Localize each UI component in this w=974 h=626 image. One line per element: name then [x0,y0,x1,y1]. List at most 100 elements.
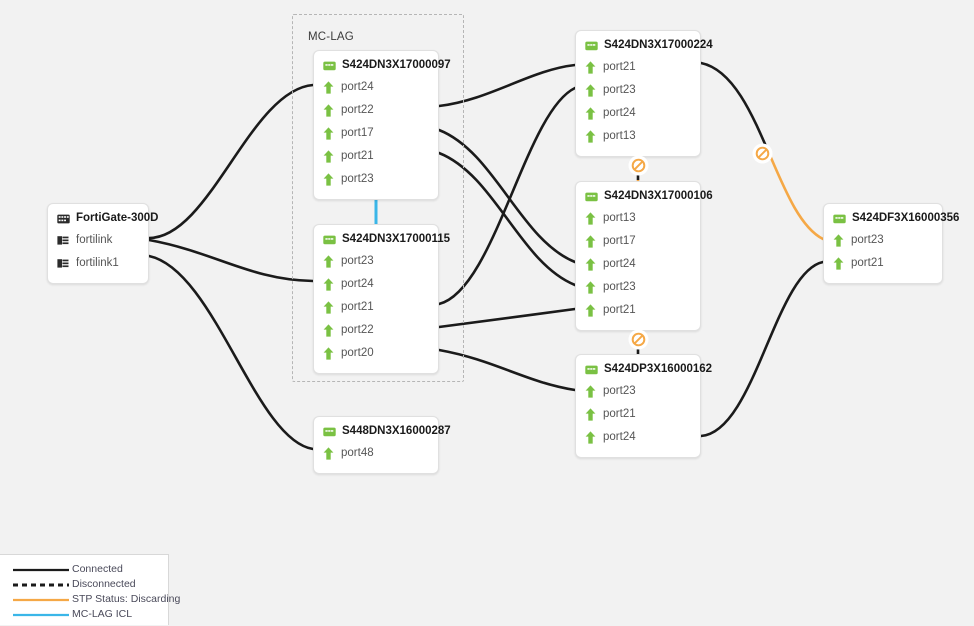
port-up-icon [323,173,334,186]
node-fgt[interactable]: FortiGate-300D fortilink fortilink1 [47,203,158,284]
interface-icon [57,258,69,269]
switch-icon [585,364,598,375]
port-row[interactable]: port22 [323,319,428,342]
switch-icon [833,213,846,224]
port-label: port21 [851,257,884,269]
port-up-icon [585,107,596,120]
port-label: port23 [603,281,636,293]
mclag-group-box [292,14,464,382]
port-label: port24 [603,107,636,119]
port-row[interactable]: port24 [585,426,690,449]
port-row[interactable]: port21 [585,403,690,426]
port-row[interactable]: port17 [585,230,690,253]
port-label: port21 [341,301,374,313]
link-fgt-115[interactable] [147,238,315,283]
port-label: fortilink1 [76,257,119,269]
port-row[interactable]: port48 [323,442,428,465]
port-up-icon [323,127,334,140]
port-up-icon [323,150,334,163]
port-row[interactable]: port21 [833,252,932,275]
port-label: port48 [341,447,374,459]
legend-swatch-stp-discarding [12,593,70,605]
port-row[interactable]: port24 [585,102,690,125]
port-row[interactable]: port17 [323,122,428,145]
legend-row: STP Status: Discarding [0,591,180,606]
port-up-icon [585,212,596,225]
port-label: port17 [603,235,636,247]
port-up-icon [323,301,334,314]
stp-discarding-icon[interactable] [629,330,647,348]
interface-icon [57,235,69,246]
node-sw162[interactable]: S424DP3X16000162 port23 port21 port24 [575,354,712,458]
node-name-label: FortiGate-300D [76,212,159,224]
stp-discarding-icon[interactable] [753,144,771,162]
port-row[interactable]: port21 [323,145,428,168]
port-row[interactable]: port23 [323,250,428,273]
port-row[interactable]: fortilink1 [57,252,138,275]
port-row[interactable]: port22 [323,99,428,122]
port-label: port22 [341,324,374,336]
port-label: port23 [341,255,374,267]
port-label: port24 [341,81,374,93]
node-title: S424DN3X17000224 [585,38,713,53]
legend-row: MC-LAG ICL [0,606,168,621]
legend-swatch-mclag-icl [12,608,70,620]
link-fgt-287[interactable] [147,254,315,451]
port-up-icon [323,278,334,291]
switch-icon [585,40,598,51]
switch-icon [323,234,336,245]
stp-discarding-icon[interactable] [629,156,647,174]
port-label: port23 [603,385,636,397]
port-up-icon [833,234,844,247]
legend-row: Connected [0,561,168,576]
switch-icon [323,60,336,71]
node-title: S424DN3X17000106 [585,189,713,204]
mclag-group-label: MC-LAG [308,31,354,43]
legend-label: Disconnected [72,577,136,590]
port-row[interactable]: fortilink [57,229,138,252]
node-title: S424DN3X17000097 [323,58,451,73]
port-row[interactable]: port20 [323,342,428,365]
port-row[interactable]: port24 [585,253,690,276]
port-row[interactable]: port23 [585,79,690,102]
link-162-356[interactable] [699,260,825,438]
node-sw097[interactable]: S424DN3X17000097 port24 port22 port17 port21… [313,50,451,200]
port-row[interactable]: port23 [585,276,690,299]
link-fgt-097[interactable] [147,83,315,240]
port-label: port23 [341,173,374,185]
port-row[interactable]: port21 [585,56,690,79]
port-row[interactable]: port24 [323,76,428,99]
node-title: S424DP3X16000162 [585,362,712,377]
port-up-icon [585,258,596,271]
port-label: port13 [603,130,636,142]
node-sw287[interactable]: S448DN3X16000287 port48 [313,416,451,474]
port-up-icon [323,347,334,360]
port-row[interactable]: port21 [323,296,428,319]
node-name-label: S424DN3X17000106 [604,190,713,202]
port-label: port17 [341,127,374,139]
port-row[interactable]: port21 [585,299,690,322]
port-row[interactable]: port23 [833,229,932,252]
port-up-icon [585,408,596,421]
port-label: port13 [603,212,636,224]
port-up-icon [323,104,334,117]
port-row[interactable]: port23 [585,380,690,403]
node-title: FortiGate-300D [57,211,158,226]
port-row[interactable]: port24 [323,273,428,296]
port-row[interactable]: port23 [323,168,428,191]
port-up-icon [833,257,844,270]
node-sw224[interactable]: S424DN3X17000224 port21 port23 port24 port13 [575,30,713,157]
node-title: S448DN3X16000287 [323,424,451,439]
node-name-label: S448DN3X16000287 [342,425,451,437]
port-up-icon [585,61,596,74]
port-label: port21 [603,408,636,420]
port-row[interactable]: port13 [585,207,690,230]
port-label: port23 [603,84,636,96]
node-name-label: S424DP3X16000162 [604,363,713,375]
port-row[interactable]: port13 [585,125,690,148]
node-sw106[interactable]: S424DN3X17000106 port13 port17 port24 port23… [575,181,713,331]
